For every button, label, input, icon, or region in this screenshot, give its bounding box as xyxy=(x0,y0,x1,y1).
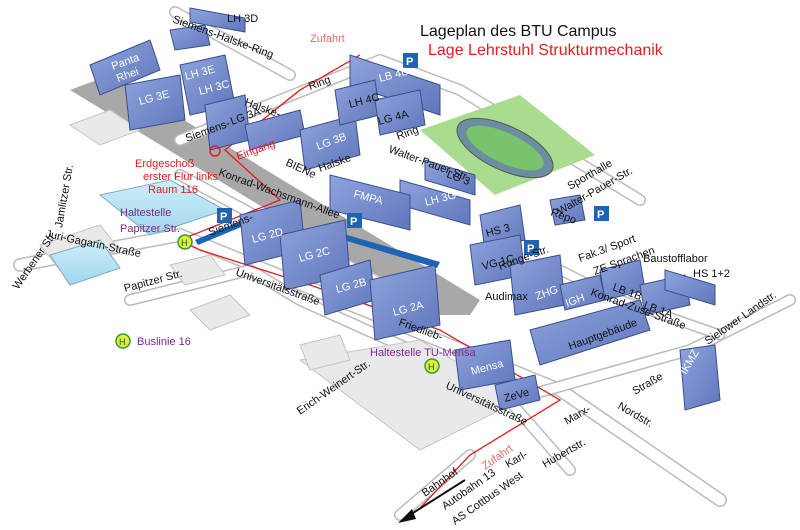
bus-stop-icon-legend: H xyxy=(115,333,131,349)
building-lh3d: LH 3D xyxy=(227,13,258,25)
map-subtitle: Lage Lehrstuhl Strukturmechanik xyxy=(428,42,664,59)
bus-stop-icon-mensa: H xyxy=(424,358,440,374)
label-raum: Raum 116 xyxy=(148,184,198,196)
svg-text:H: H xyxy=(428,362,435,372)
label-flur: erster Flur links xyxy=(143,171,219,183)
parking-icon-sport: P xyxy=(594,206,609,221)
parking-icon-center: P xyxy=(347,213,362,228)
svg-text:P: P xyxy=(220,211,227,223)
bus-stop-icon-papitzer: H xyxy=(177,234,193,250)
entrance-marker[interactable] xyxy=(209,145,221,157)
label-audimax: Audimax xyxy=(485,291,528,303)
building-labels: LH 3D Panta Rhei LH 3E LH 3C LG 3E LG 3A… xyxy=(110,13,702,405)
label-baustofflabor: Baustofflabor xyxy=(643,253,708,265)
parking-icon-west: P xyxy=(217,208,232,223)
street-jamlitzer: Jamlitzer Str. xyxy=(53,164,76,229)
label-erdgeschoss: Erdgeschoß xyxy=(135,158,195,170)
svg-text:H: H xyxy=(181,238,188,248)
label-zufahrt-top: Zufahrt xyxy=(310,33,345,45)
street-strasse: Straße xyxy=(631,371,666,398)
label-papitzer-stop: Papitzer Str. xyxy=(120,223,180,235)
label-haltestelle-mensa: Haltestelle TU-Mensa xyxy=(370,347,476,359)
parking-icon-top: P xyxy=(403,53,418,68)
sports-field xyxy=(420,95,595,195)
map-title: Lageplan des BTU Campus xyxy=(420,23,617,40)
direction-arrow xyxy=(398,479,466,523)
parking-icon-audimax: P xyxy=(524,240,539,255)
label-buslinie: Buslinie 16 xyxy=(137,336,191,348)
light-blue-buildings xyxy=(49,179,227,286)
transit-labels: Haltestelle Papitzer Str. Buslinie 16 Ha… xyxy=(120,207,476,359)
bus-stop-icons: H H H xyxy=(115,234,440,374)
svg-text:P: P xyxy=(527,243,534,255)
label-hs12: HS 1+2 xyxy=(693,268,730,280)
svg-text:P: P xyxy=(350,216,357,228)
parking-icons: P P P P P xyxy=(217,53,609,255)
label-haltestelle: Haltestelle xyxy=(120,207,171,219)
blue-buildings xyxy=(89,7,721,411)
svg-text:P: P xyxy=(406,56,413,68)
svg-text:H: H xyxy=(119,337,126,347)
svg-text:P: P xyxy=(597,209,604,221)
